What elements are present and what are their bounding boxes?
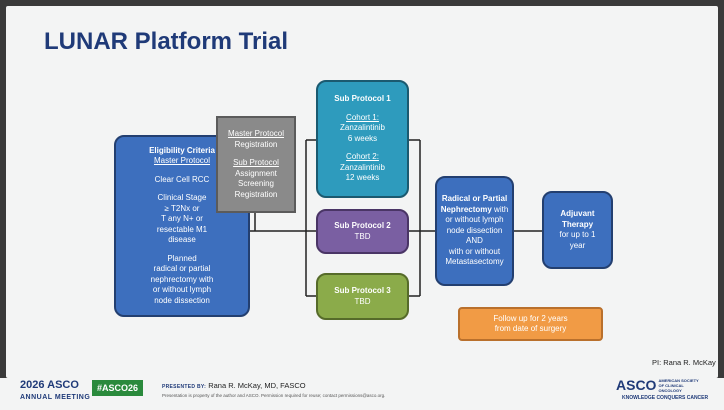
sub1-heading: Sub Protocol 1 xyxy=(334,94,391,104)
master-heading: Master Protocol xyxy=(227,129,285,138)
surgery-box: Radical or Partial Nephrectomy with or w… xyxy=(435,176,514,286)
master-subheading: Sub Protocol xyxy=(233,158,279,167)
eligibility-subheading: Master Protocol xyxy=(153,156,211,166)
surgery-line: node dissection xyxy=(446,225,503,235)
sub3-heading: Sub Protocol 3 xyxy=(334,286,391,295)
surgery-line-1: with xyxy=(491,204,509,214)
master-line: Registration xyxy=(234,139,278,149)
master-line: Screening xyxy=(237,179,275,188)
adjuvant-heading-2: Therapy xyxy=(561,219,594,229)
adjuvant-heading: Adjuvant xyxy=(560,209,595,218)
surgery-heading-2: Nephrectomy xyxy=(440,204,492,214)
eligibility-line: Clinical Stage xyxy=(157,193,207,203)
asco-logo-text: ASCO xyxy=(616,377,657,393)
meeting-logo: 2026 ASCO ANNUAL MEETING xyxy=(20,380,90,403)
presenter-name: Rana R. McKay, MD, FASCO xyxy=(208,381,306,390)
meeting-year: 2026 xyxy=(20,379,45,391)
asco-logo-small: AMERICAN SOCIETY OF CLINICAL ONCOLOGY xyxy=(658,378,699,393)
hashtag-badge: #ASCO26 xyxy=(92,380,144,396)
surgery-line: Nephrectomy with xyxy=(441,205,509,216)
eligibility-line: node dissection xyxy=(154,295,210,305)
cohort2-label: Cohort 2: xyxy=(346,152,379,162)
eligibility-line: resectable M1 xyxy=(156,224,208,234)
sub-protocol-1-box: Sub Protocol 1 Cohort 1: Zanzalintinib 6… xyxy=(316,80,409,198)
eligibility-line: Clear Cell RCC xyxy=(154,174,210,184)
sub3-body: TBD xyxy=(354,296,371,306)
eligibility-line: radical or partial xyxy=(153,264,211,274)
eligibility-line: T any N+ or xyxy=(161,214,203,224)
eligibility-line: ≥ T2Nx or xyxy=(164,203,200,213)
adjuvant-line: year xyxy=(569,240,586,250)
adjuvant-box: Adjuvant Therapy for up to 1 year xyxy=(542,191,613,269)
eligibility-line: disease xyxy=(168,235,196,245)
followup-line: from date of surgery xyxy=(494,324,567,333)
cohort1-drug: Zanzalintinib xyxy=(340,123,385,133)
meeting-name: ANNUAL MEETING xyxy=(20,394,91,401)
cohort2-duration: 12 weeks xyxy=(345,173,380,183)
copyright-notice: Presentation is property of the author a… xyxy=(162,393,386,398)
followup-line: Follow up for 2 years xyxy=(493,313,568,323)
asco-tagline: KNOWLEDGE CONQUERS CANCER xyxy=(622,395,709,401)
surgery-line: Metastasectomy xyxy=(445,257,504,267)
eligibility-heading: Eligibility Criteria xyxy=(149,145,215,155)
cohort1-duration: 6 weeks xyxy=(347,133,378,143)
surgery-line: or without lymph xyxy=(445,215,504,225)
sub2-heading: Sub Protocol 2 xyxy=(334,221,391,230)
surgery-line: with or without xyxy=(448,246,501,256)
eligibility-line: nephrectomy with xyxy=(150,274,214,284)
cohort2-drug: Zanzalintinib xyxy=(340,162,385,172)
master-line: Registration xyxy=(234,189,278,199)
master-line: Assignment xyxy=(235,168,277,178)
slide-title: LUNAR Platform Trial xyxy=(44,28,289,55)
eligibility-line: or without lymph xyxy=(152,285,212,295)
master-protocol-box: Master Protocol Registration Sub Protoco… xyxy=(216,116,296,213)
meeting-asco: ASCO xyxy=(47,379,79,391)
cohort1-label: Cohort 1: xyxy=(346,112,379,122)
surgery-line: AND xyxy=(466,236,483,246)
sub-protocol-2-box: Sub Protocol 2 TBD xyxy=(316,209,409,254)
eligibility-line: Planned xyxy=(167,253,197,263)
adjuvant-line: for up to 1 xyxy=(559,230,596,239)
sub2-body: TBD xyxy=(354,231,371,241)
pi-label: PI: Rana R. McKay xyxy=(652,358,716,367)
presenter-line: PRESENTED BY: Rana R. McKay, MD, FASCO xyxy=(162,381,306,390)
presented-by-label: PRESENTED BY: xyxy=(162,384,207,390)
sub-protocol-3-box: Sub Protocol 3 TBD xyxy=(316,273,409,320)
followup-box: Follow up for 2 years from date of surge… xyxy=(458,307,603,341)
surgery-heading: Radical or Partial xyxy=(441,194,508,204)
